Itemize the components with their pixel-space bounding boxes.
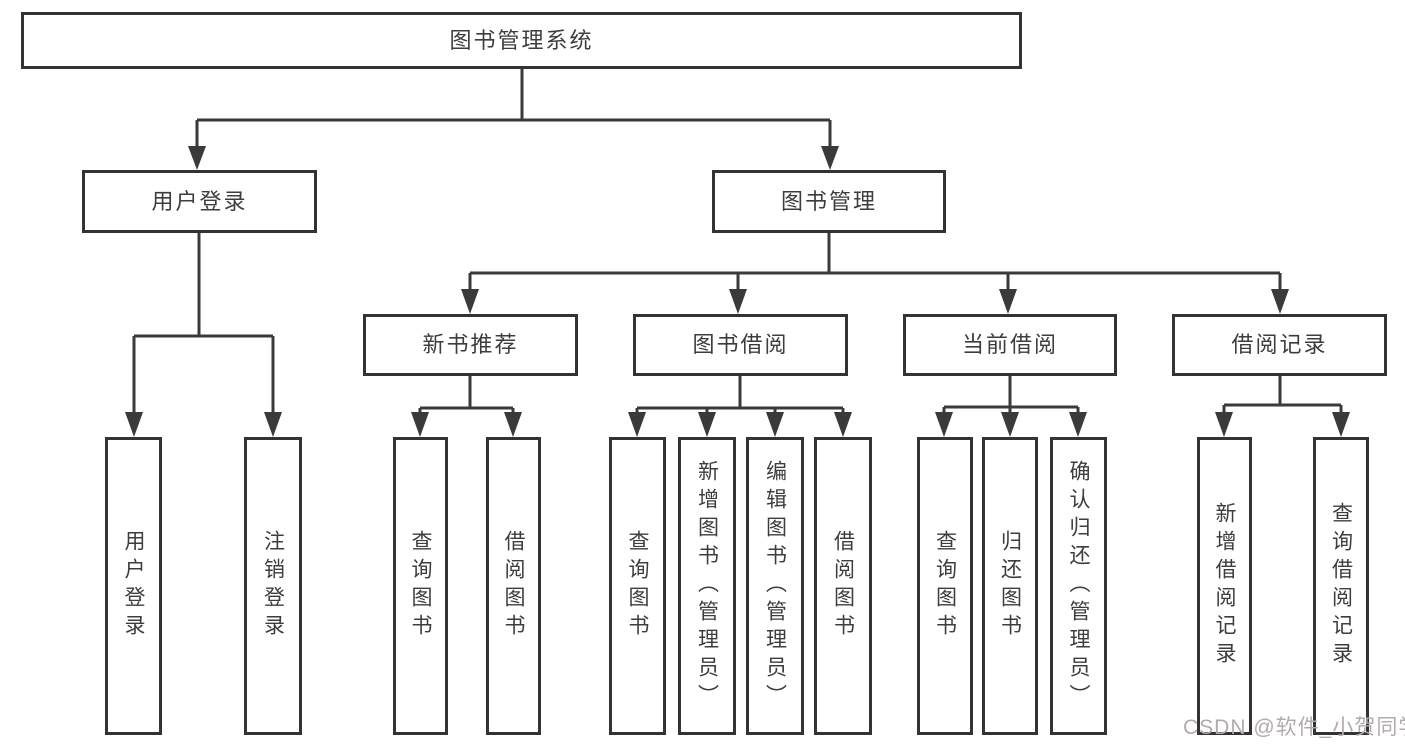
node-user-login: 用户登录 <box>82 170 317 233</box>
leaf-borrow-borrow-book-label: 借阅图书 <box>831 530 855 642</box>
leaf-borrow-edit-book-admin: 编辑图书（管理员） <box>746 437 804 735</box>
leaf-current-confirm-return-admin-label: 确认归还（管理员） <box>1067 460 1090 712</box>
leaf-logout-label: 注销登录 <box>261 530 285 642</box>
leaf-newbook-borrow-book-label: 借阅图书 <box>502 530 525 642</box>
connector-root <box>195 69 832 150</box>
leaf-current-confirm-return-admin: 确认归还（管理员） <box>1050 437 1107 735</box>
node-book-management-label: 图书管理 <box>780 188 877 214</box>
leaf-user-login-label: 用户登录 <box>122 530 145 642</box>
leaf-record-query-borrow-record: 查询借阅记录 <box>1313 437 1369 735</box>
node-book-borrow: 图书借阅 <box>633 314 848 376</box>
node-current-borrow-label: 当前借阅 <box>961 332 1058 357</box>
leaf-borrow-query-book-label: 查询图书 <box>626 530 649 642</box>
leaf-newbook-query-book: 查询图书 <box>393 437 448 735</box>
node-borrow-record: 借阅记录 <box>1172 314 1387 376</box>
node-root-label: 图书管理系统 <box>449 27 594 53</box>
node-user-login-label: 用户登录 <box>151 188 248 214</box>
node-book-borrow-label: 图书借阅 <box>692 332 789 357</box>
connector-current-branch <box>942 376 1080 414</box>
leaf-borrow-add-book-admin: 新增图书（管理员） <box>678 437 736 735</box>
node-book-management: 图书管理 <box>712 170 946 233</box>
node-root: 图书管理系统 <box>21 12 1022 69</box>
leaf-logout: 注销登录 <box>244 437 302 735</box>
csdn-watermark: CSDN @软件_小贺同学 <box>1183 716 1405 739</box>
connector-borrow-branch <box>635 376 845 414</box>
connector-management-branch <box>468 233 1282 292</box>
connector-login-branch <box>132 233 275 416</box>
node-new-book-recommend: 新书推荐 <box>363 314 578 376</box>
leaf-record-add-borrow-record: 新增借阅记录 <box>1197 437 1252 735</box>
node-current-borrow: 当前借阅 <box>903 314 1117 376</box>
leaf-newbook-query-book-label: 查询图书 <box>409 530 432 642</box>
leaf-borrow-query-book: 查询图书 <box>609 437 666 735</box>
leaf-current-return-book-label: 归还图书 <box>998 530 1022 642</box>
leaf-user-login: 用户登录 <box>105 437 162 735</box>
leaf-record-add-borrow-record-label: 新增借阅记录 <box>1213 502 1236 670</box>
leaf-current-query-book: 查询图书 <box>917 437 973 735</box>
node-borrow-record-label: 借阅记录 <box>1231 332 1328 357</box>
leaf-current-return-book: 归还图书 <box>982 437 1038 735</box>
leaf-borrow-add-book-admin-label: 新增图书（管理员） <box>695 460 719 712</box>
connector-record-branch <box>1222 376 1343 414</box>
node-new-book-recommend-label: 新书推荐 <box>422 332 519 357</box>
leaf-borrow-borrow-book: 借阅图书 <box>814 437 872 735</box>
connector-newbook-branch <box>418 376 515 414</box>
leaf-newbook-borrow-book: 借阅图书 <box>486 437 541 735</box>
leaf-record-query-borrow-record-label: 查询借阅记录 <box>1329 502 1353 670</box>
leaf-current-query-book-label: 查询图书 <box>933 530 957 642</box>
leaf-borrow-edit-book-admin-label: 编辑图书（管理员） <box>763 460 787 712</box>
